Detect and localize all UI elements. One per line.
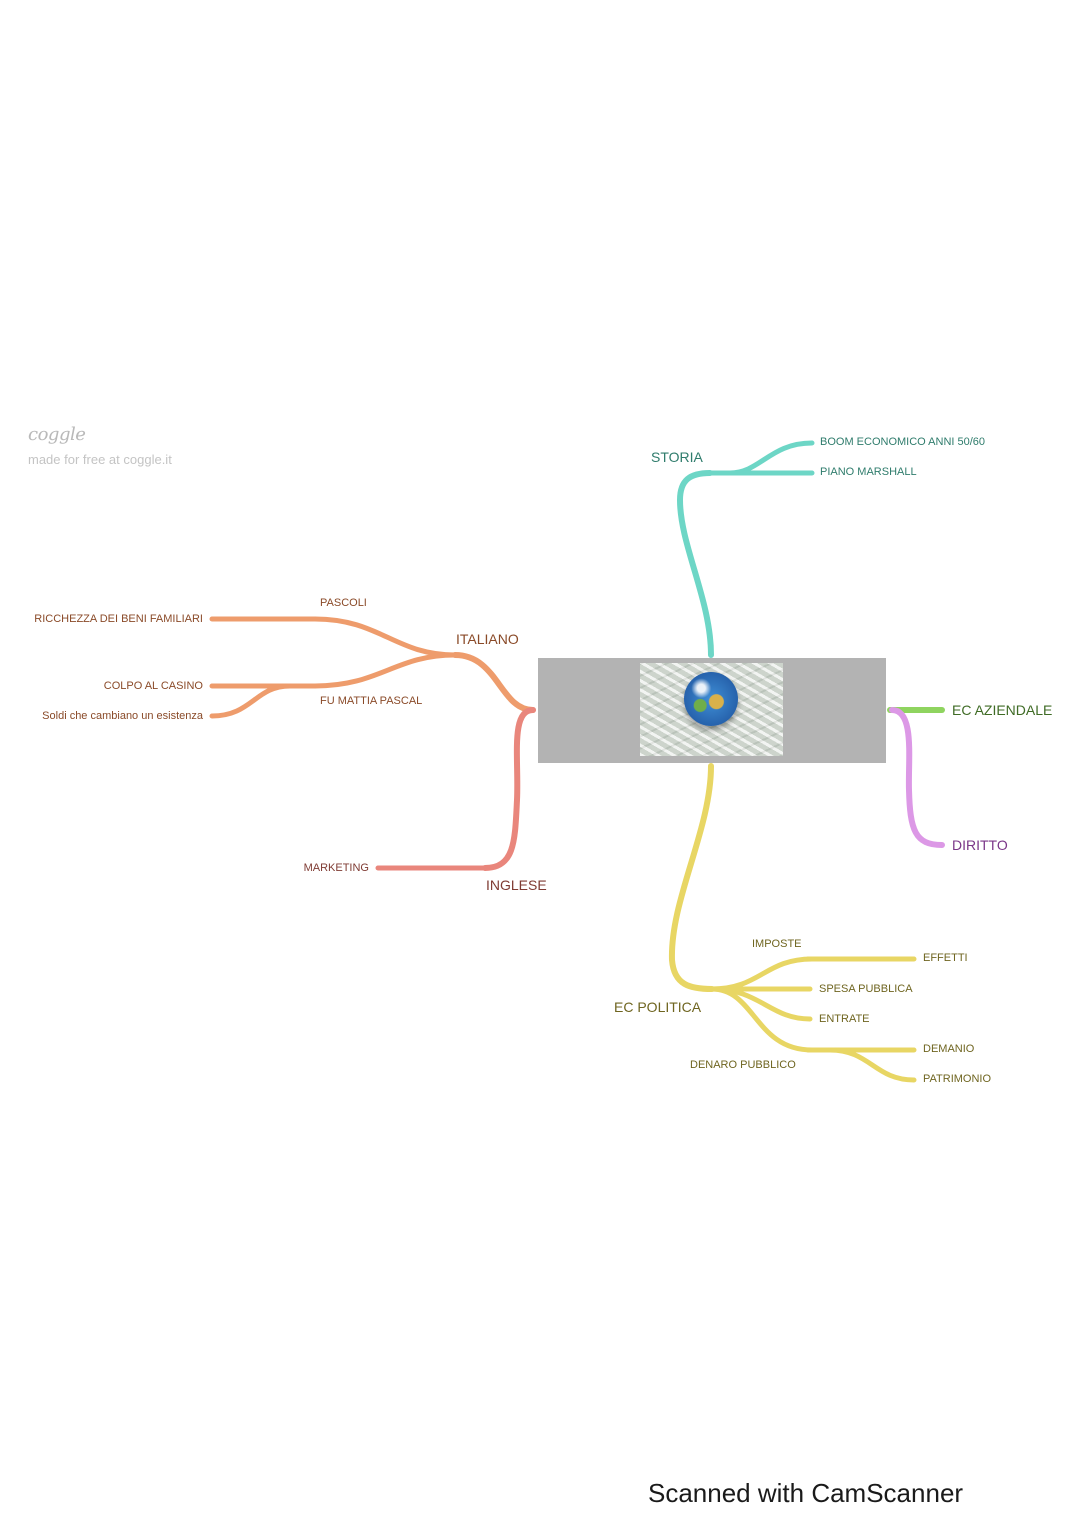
node-pascoli[interactable]: PASCOLI <box>320 597 367 609</box>
node-ec-aziendale[interactable]: EC AZIENDALE <box>952 702 1053 718</box>
node-marketing[interactable]: MARKETING <box>303 862 369 874</box>
node-ec-politica[interactable]: EC POLITICA <box>614 999 702 1015</box>
coggle-logo: coggle <box>28 424 86 445</box>
node-fu-mattia-pascal[interactable]: FU MATTIA PASCAL <box>320 695 423 707</box>
node-diritto[interactable]: DIRITTO <box>952 837 1008 853</box>
connector-diritto <box>889 707 945 848</box>
node-ricchezza[interactable]: RICCHEZZA DEI BENI FAMILIARI <box>34 613 203 625</box>
connector-imposte <box>709 956 815 992</box>
node-demanio[interactable]: DEMANIO <box>923 1043 975 1055</box>
node-spesa-pubblica[interactable]: SPESA PUBBLICA <box>819 983 913 995</box>
node-soldi[interactable]: Soldi che cambiano un esistenza <box>42 710 203 722</box>
node-entrate[interactable]: ENTRATE <box>819 1013 870 1025</box>
connector-soldi <box>209 683 293 719</box>
node-piano-marshall[interactable]: PIANO MARSHALL <box>820 466 917 478</box>
node-italiano[interactable]: ITALIANO <box>456 631 519 647</box>
connector-inglese <box>482 707 536 871</box>
connector-pascoli <box>312 616 458 658</box>
connector-boom-economico <box>727 440 815 476</box>
node-imposte[interactable]: IMPOSTE <box>752 938 802 950</box>
node-boom-economico[interactable]: BOOM ECONOMICO ANNI 50/60 <box>820 436 986 448</box>
node-patrimonio[interactable]: PATRIMONIO <box>923 1073 992 1085</box>
connector-storia <box>676 470 714 658</box>
camscanner-watermark: Scanned with CamScanner <box>648 1478 964 1508</box>
connector-italiano <box>452 652 536 713</box>
connector-patrimonio <box>827 1047 917 1083</box>
connector-denaro-pubblico <box>709 986 815 1053</box>
node-colpo-al-casino[interactable]: COLPO AL CASINO <box>103 680 203 692</box>
node-storia[interactable]: STORIA <box>651 449 703 465</box>
globe-icon <box>684 672 738 726</box>
node-denaro-pubblico[interactable]: DENARO PUBBLICO <box>690 1059 796 1071</box>
connector-ec-politica <box>668 763 715 992</box>
node-effetti[interactable]: EFFETTI <box>923 952 968 964</box>
connector-fu-mattia-pascal <box>312 652 458 689</box>
coggle-tagline: made for free at coggle.it <box>28 452 172 467</box>
node-inglese[interactable]: INGLESE <box>486 877 547 893</box>
globe-on-money-image <box>640 663 783 756</box>
